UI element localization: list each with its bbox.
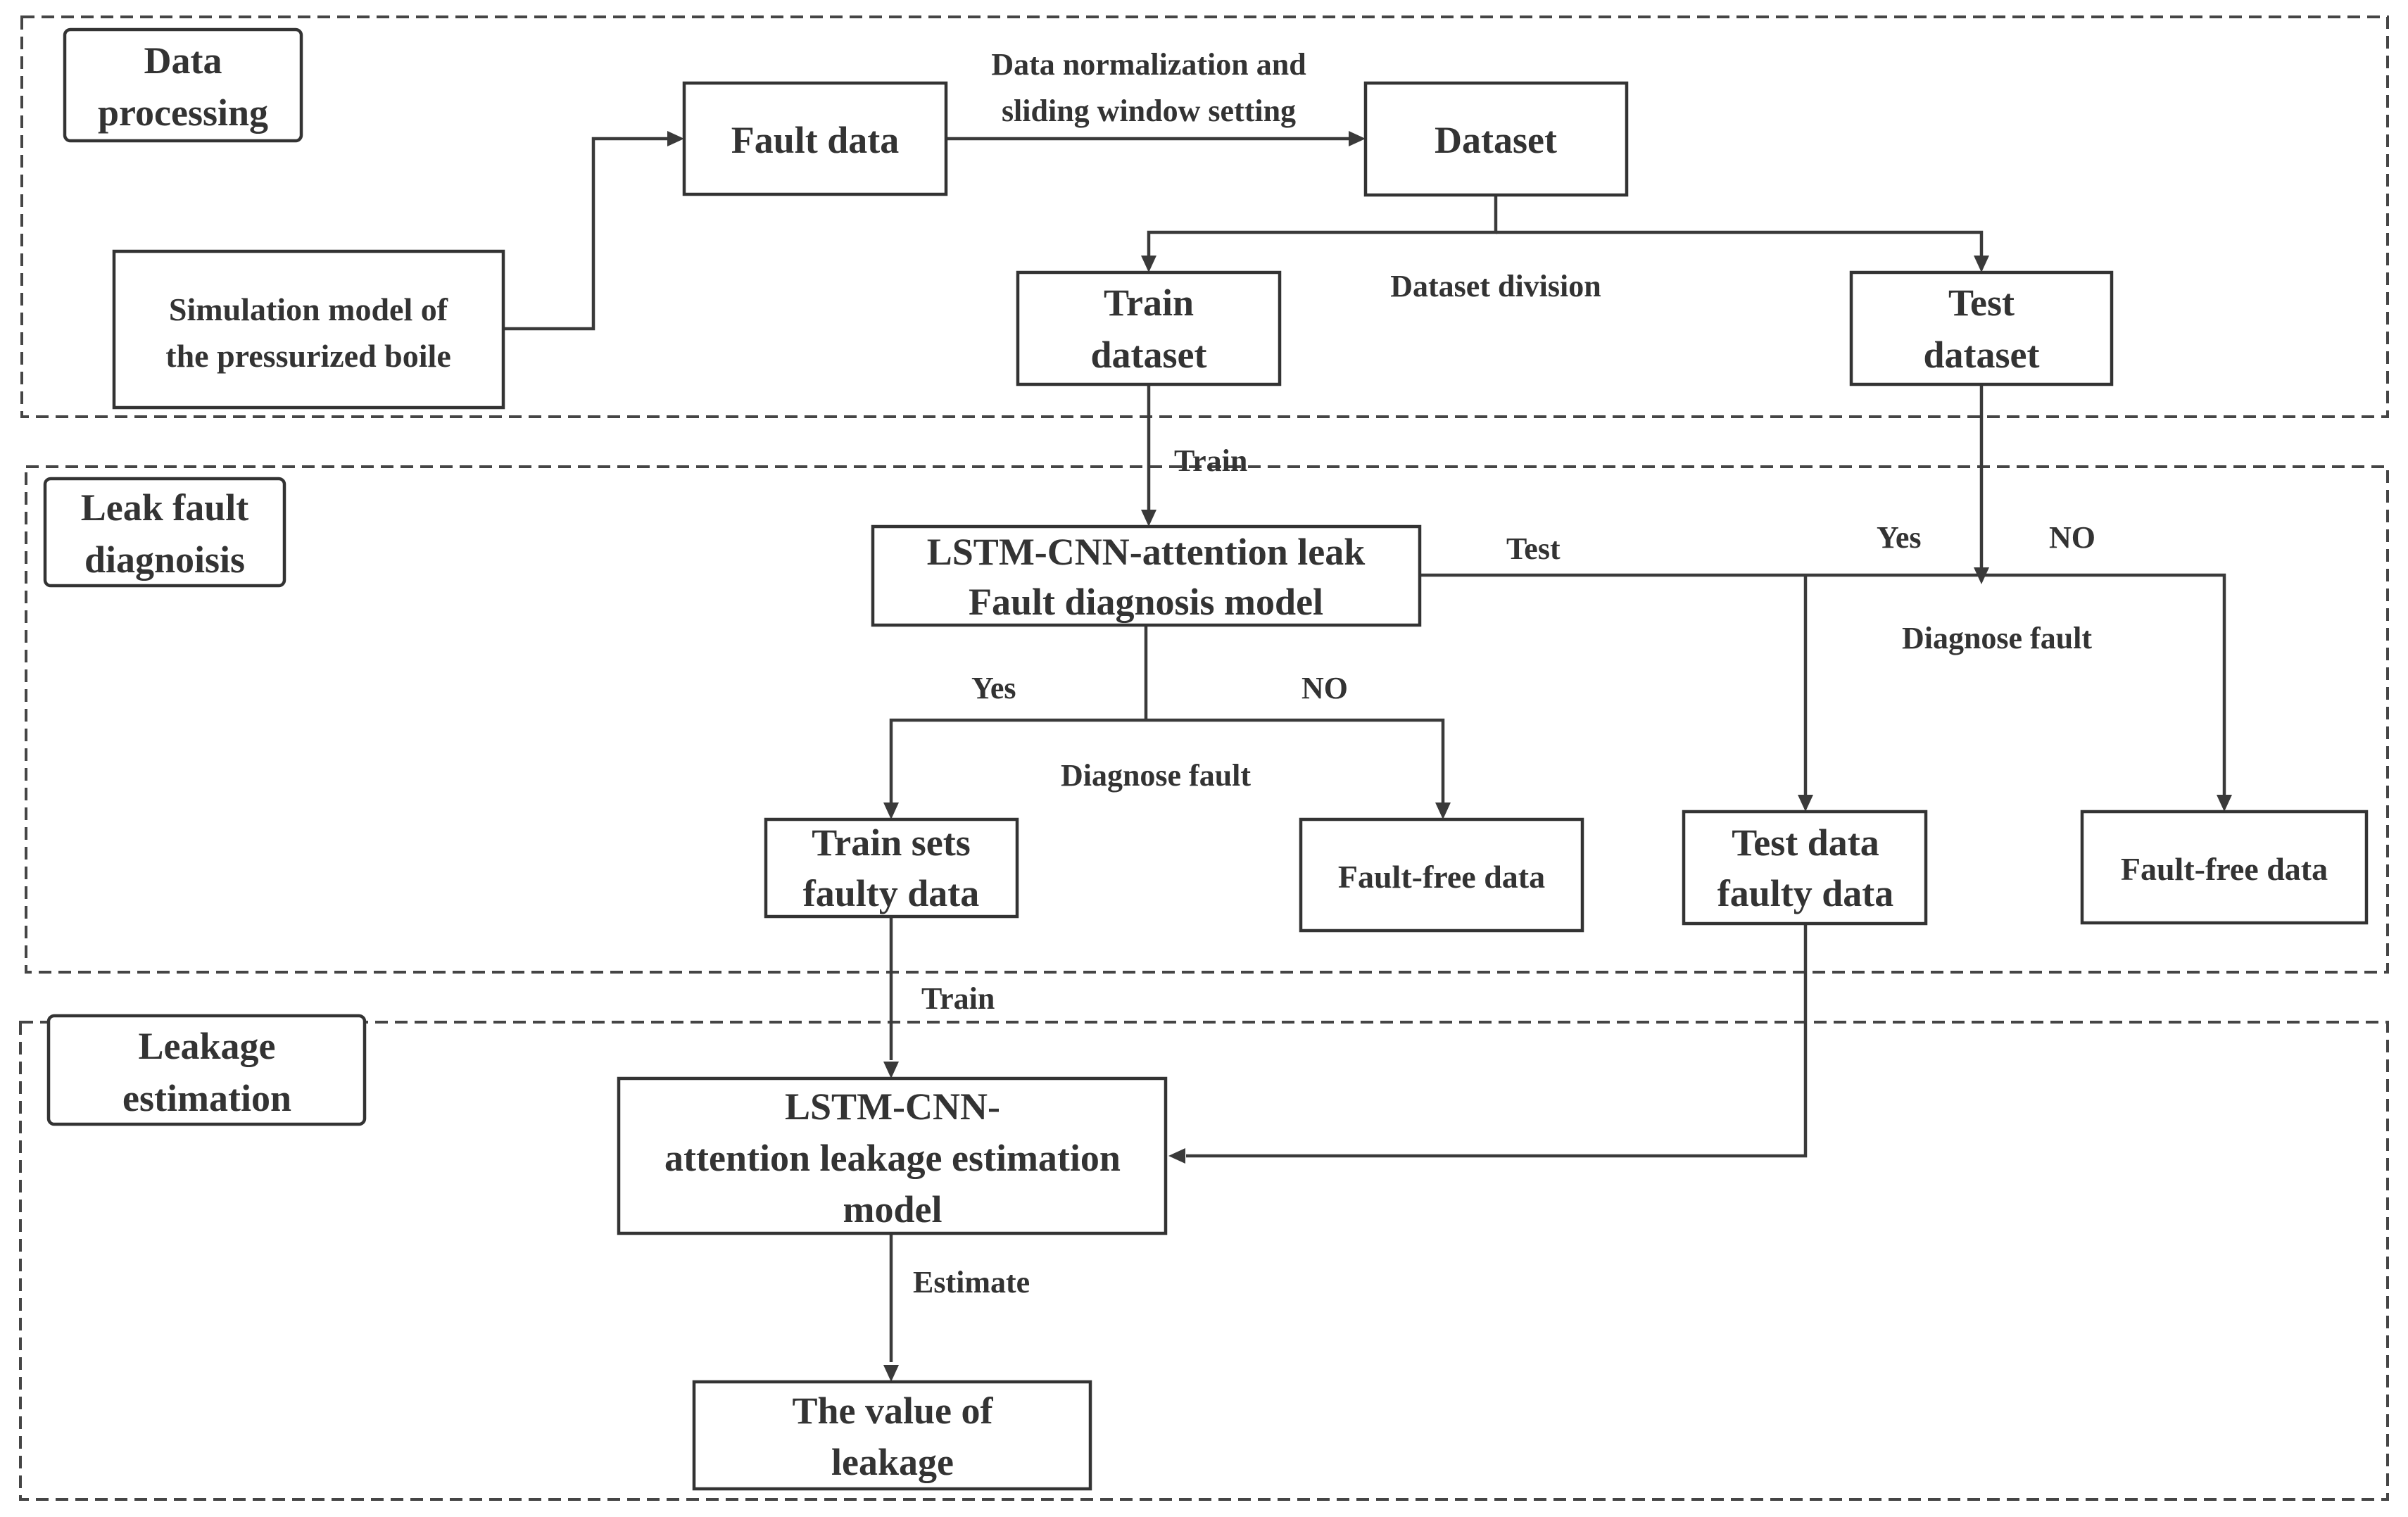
tag-line: diagnoisis xyxy=(84,539,245,581)
leak-fault-diagnosis-tag: Leak fault diagnoisis xyxy=(43,477,286,588)
tag-line: Leakage xyxy=(139,1025,276,1067)
arrowhead xyxy=(2217,795,2232,812)
train-fault-free-node: Fault-free data xyxy=(1299,817,1584,933)
edge-label-yes: Yes xyxy=(1877,520,1922,555)
tag-line: Data xyxy=(144,39,222,82)
arrowhead xyxy=(667,131,684,146)
node-label: the pressurized boile xyxy=(165,338,450,374)
edge-label-test: Test xyxy=(1506,531,1561,566)
test-faulty-data-node: Test data faulty data xyxy=(1682,810,1928,926)
arrowhead xyxy=(1435,802,1451,819)
arrowhead xyxy=(1141,256,1156,272)
edge-label-no: NO xyxy=(1301,671,1348,705)
node-label: Dataset xyxy=(1435,119,1557,161)
connector-simulation-to-fault-data xyxy=(503,137,669,331)
arrowhead xyxy=(1168,1148,1185,1164)
tag-line: processing xyxy=(98,92,268,134)
node-label: Fault-free data xyxy=(2121,851,2328,887)
arrowhead xyxy=(1974,567,1989,584)
connector-test-branch xyxy=(1420,573,2226,796)
arrowhead xyxy=(1141,510,1156,527)
test-fault-free-node: Fault-free data xyxy=(2080,810,2369,925)
node-label: faulty data xyxy=(803,872,980,914)
data-processing-tag: Data processing xyxy=(63,27,303,143)
leakage-estimation-tag: Leakage estimation xyxy=(46,1014,367,1126)
arrowhead xyxy=(1798,795,1813,812)
edge-label-dataset-division: Dataset division xyxy=(1390,269,1601,303)
arrowhead xyxy=(883,1365,899,1382)
diagnosis-model-node: LSTM-CNN-attention leak Fault diagnosis … xyxy=(871,524,1422,627)
node-label: Test data xyxy=(1732,822,1879,864)
node-label: dataset xyxy=(1924,334,2040,376)
node-label: dataset xyxy=(1091,334,1207,376)
tag-line: estimation xyxy=(122,1077,291,1119)
data-processing-section xyxy=(20,15,2389,418)
node-label: Train sets xyxy=(812,822,971,864)
edge-label-no: NO xyxy=(2049,520,2095,555)
arrowhead xyxy=(883,1062,899,1078)
edge-labels: Data normalization and sliding window se… xyxy=(913,47,2095,1299)
leakage-value-node: The value of leakage xyxy=(692,1380,1092,1491)
connector-train-branch xyxy=(889,718,1445,804)
node-label: faulty data xyxy=(1717,872,1894,914)
arrowhead xyxy=(883,802,899,819)
node-label: Simulation model of xyxy=(169,291,448,327)
connector-dataset-to-test xyxy=(1496,230,1984,256)
estimation-model-node: LSTM-CNN- attention leakage estimation m… xyxy=(617,1076,1168,1235)
node-label: attention leakage estimation xyxy=(664,1137,1121,1179)
node-label: LSTM-CNN-attention leak xyxy=(927,531,1365,573)
edge-label-train: Train xyxy=(1174,443,1247,478)
leakage-estimation-section xyxy=(19,1021,2389,1501)
node-label: Fault diagnosis model xyxy=(969,581,1323,623)
arrowhead xyxy=(1974,256,1989,272)
connector-test-faulty-to-estimation xyxy=(1186,924,1808,1158)
train-dataset-node: Train dataset xyxy=(1016,270,1282,386)
arrowhead xyxy=(1349,131,1366,146)
node-label: Train xyxy=(1104,282,1194,324)
edge-label-diagnose-fault: Diagnose fault xyxy=(1902,621,2092,655)
edge-label-train: Train xyxy=(921,981,995,1016)
edge-label-estimate: Estimate xyxy=(913,1265,1030,1299)
train-faulty-data-node: Train sets faulty data xyxy=(764,817,1019,919)
leak-fault-diagnosis-section xyxy=(25,465,2389,974)
node-label: Test xyxy=(1948,282,2015,324)
node-label: Fault-free data xyxy=(1338,859,1545,895)
fault-data-node: Fault data xyxy=(682,81,948,196)
tag-line: Leak fault xyxy=(81,486,249,529)
connector-dataset-division xyxy=(1147,195,1498,256)
arrowheads xyxy=(667,131,2232,1382)
node-label: The value of xyxy=(792,1390,993,1432)
edge-label-normalization: sliding window setting xyxy=(1002,94,1296,128)
test-dataset-node: Test dataset xyxy=(1849,270,2114,386)
simulation-model-node: Simulation model of the pressurized boil… xyxy=(112,249,505,410)
node-label: model xyxy=(843,1188,943,1230)
node-label: leakage xyxy=(831,1441,954,1483)
connectors xyxy=(503,137,2226,1362)
edge-label-yes: Yes xyxy=(971,671,1016,705)
node-label: Fault data xyxy=(731,119,900,161)
edge-label-normalization: Data normalization and xyxy=(991,47,1306,82)
node-label: LSTM-CNN- xyxy=(785,1085,1000,1128)
edge-label-diagnose-fault: Diagnose fault xyxy=(1061,758,1251,793)
dataset-node: Dataset xyxy=(1363,81,1629,197)
